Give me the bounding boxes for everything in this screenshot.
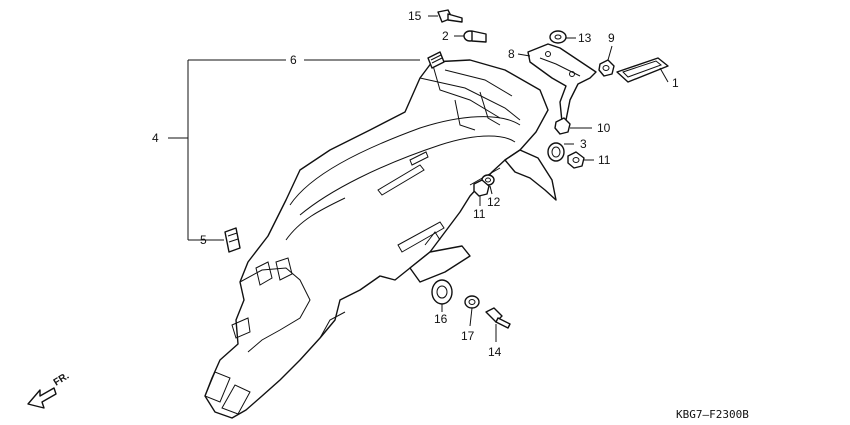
callout-8: 8 xyxy=(508,47,515,61)
direction-label: FR. xyxy=(52,371,72,389)
callout-6: 6 xyxy=(290,53,297,67)
part-6-clip xyxy=(427,51,445,69)
part-10-nut xyxy=(554,117,571,135)
callout-16: 16 xyxy=(434,312,448,326)
leader-lines xyxy=(168,15,669,342)
part-9-nut xyxy=(598,59,615,77)
callout-1: 1 xyxy=(672,76,679,90)
callout-17: 17 xyxy=(461,329,475,343)
part-13-washer xyxy=(549,30,567,44)
front-direction-arrow: FR. xyxy=(27,371,72,409)
callout-12: 12 xyxy=(487,195,501,209)
callout-15: 15 xyxy=(408,9,422,23)
callout-9: 9 xyxy=(608,31,615,45)
callout-3: 3 xyxy=(580,137,587,151)
callout-5: 5 xyxy=(200,233,207,247)
part-14-bolt xyxy=(485,307,511,329)
part-11-nut-lower xyxy=(473,179,490,197)
callout-11-right: 11 xyxy=(598,153,611,167)
diagram-code: KBG7—F2300B xyxy=(676,408,749,421)
callout-14: 14 xyxy=(488,345,502,359)
part-3-bush xyxy=(547,142,565,162)
part-16-grommet xyxy=(431,279,453,305)
part-15-bolt xyxy=(437,9,463,23)
callout-13: 13 xyxy=(578,31,592,45)
part-17-washer xyxy=(464,295,480,309)
callout-4: 4 xyxy=(152,131,159,145)
part-11-nut-right xyxy=(567,151,585,169)
rear-fender xyxy=(204,59,557,419)
part-8-bracket xyxy=(527,43,597,123)
part-2-collar xyxy=(463,30,487,43)
callout-10: 10 xyxy=(597,121,611,135)
callout-2: 2 xyxy=(442,29,449,43)
callout-11-lower: 11 xyxy=(473,207,486,221)
part-1-reflector xyxy=(616,57,669,83)
part-5-clip xyxy=(224,227,241,253)
